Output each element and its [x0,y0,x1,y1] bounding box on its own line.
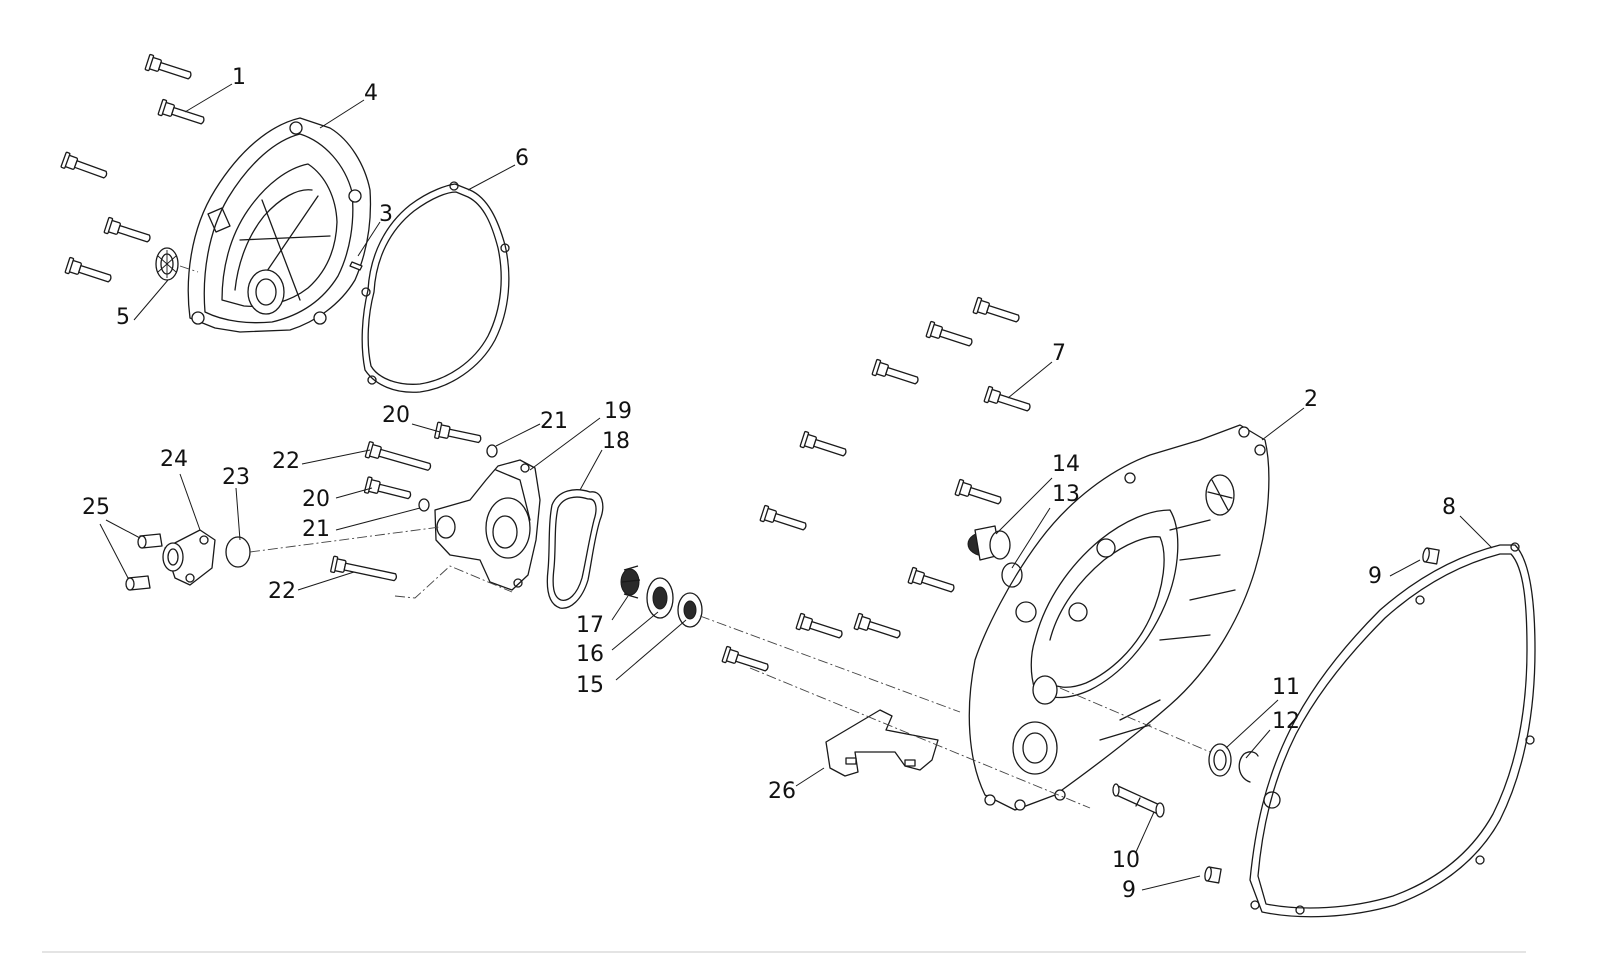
shaft-seal [1208,743,1232,777]
callout-12: 12 [1272,709,1300,734]
oil-seal [155,247,179,281]
leader-lines [99,83,1493,891]
callout-13: 13 [1052,482,1080,507]
callout-20-lower: 20 [302,487,330,512]
hose-fitting [162,529,216,586]
callout-25: 25 [82,495,110,520]
water-pump-gasket [546,489,604,609]
dowel-upper [1421,546,1440,565]
crankcase-cover-gasket [1249,542,1536,918]
crankcase-cover [968,424,1270,811]
o-ring [1001,562,1023,588]
callout-3: 3 [379,202,393,227]
washer-upper [486,444,498,458]
callout-26: 26 [768,779,796,804]
callout-1: 1 [232,65,246,90]
impeller [620,565,641,599]
dowel-lower [1203,865,1222,884]
callout-6: 6 [515,146,529,171]
callout-8: 8 [1442,495,1456,520]
callout-21-lower: 21 [302,517,330,542]
hose-o-ring [225,536,251,568]
callout-15: 15 [576,673,604,698]
fitting-screws [125,533,163,591]
clutch-cover-gasket [361,181,510,393]
clutch-cover [187,117,372,333]
callout-24: 24 [160,447,188,472]
callout-22-upper: 22 [272,449,300,474]
mechanical-seal [646,577,674,619]
callout-9-upper: 9 [1368,564,1382,589]
callout-18: 18 [602,429,630,454]
callout-22-lower: 22 [268,579,296,604]
washer-lower [418,498,430,512]
callout-5: 5 [116,305,130,330]
bracket [825,709,939,777]
callout-19: 19 [604,399,632,424]
callout-2: 2 [1304,387,1318,412]
crankcase-cover-bolts [721,296,1033,677]
callout-labels: 1 2 3 4 5 6 7 8 9 9 10 11 12 13 14 15 16… [82,65,1456,903]
oil-filler-cap [967,525,1011,561]
callout-11: 11 [1272,675,1300,700]
callout-4: 4 [364,81,378,106]
water-pump-cover [434,459,541,591]
callout-9-lower: 9 [1122,878,1136,903]
callout-20-upper: 20 [382,403,410,428]
callout-7: 7 [1052,341,1066,366]
callout-14: 14 [1052,452,1080,477]
shaft [1112,783,1165,818]
callout-16: 16 [576,642,604,667]
callout-10: 10 [1112,848,1140,873]
callout-21-upper: 21 [540,409,568,434]
pump-bearing [677,592,703,628]
callout-23: 23 [222,465,250,490]
cover-bolts-1 [60,53,207,288]
callout-17: 17 [576,613,604,638]
dowel-pin [349,261,363,271]
circlip [1238,751,1259,783]
